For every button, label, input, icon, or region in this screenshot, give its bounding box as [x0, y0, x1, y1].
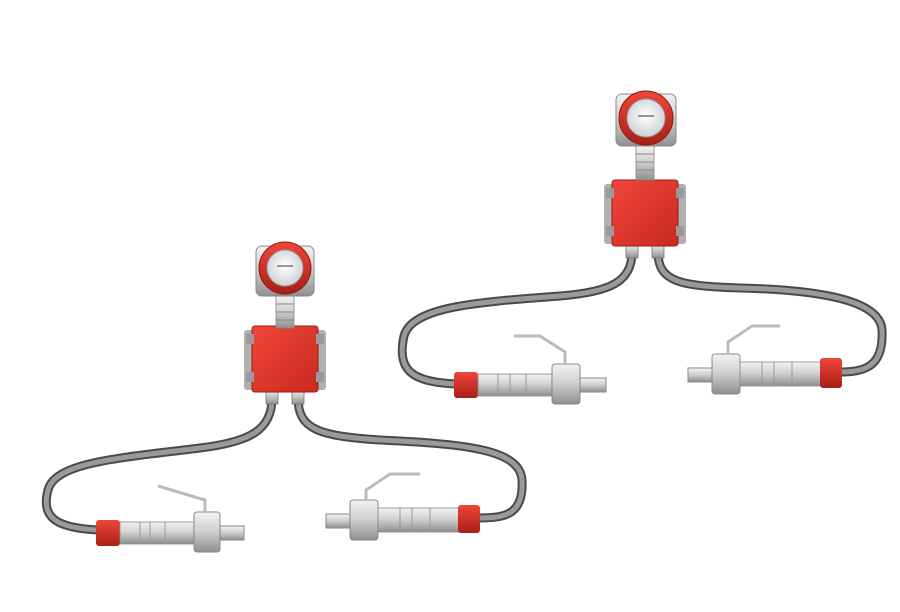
right-cable-right — [653, 247, 887, 377]
right-sensor-left — [454, 334, 607, 405]
right-sensor-right — [687, 324, 842, 395]
right-cable-left — [397, 247, 637, 389]
left-sensor-left — [96, 484, 245, 553]
left-junction-box — [244, 325, 326, 393]
right-transmitter-head — [615, 90, 677, 147]
right-assembly — [397, 90, 887, 405]
left-transmitter-head — [255, 241, 315, 297]
left-transmitter-neck — [275, 295, 295, 329]
left-assembly — [41, 241, 527, 553]
left-sensor-right — [325, 472, 480, 541]
right-transmitter-neck — [635, 145, 655, 181]
right-junction-box — [604, 179, 686, 247]
left-cable-left — [41, 393, 277, 535]
left-cable-right — [293, 393, 527, 523]
